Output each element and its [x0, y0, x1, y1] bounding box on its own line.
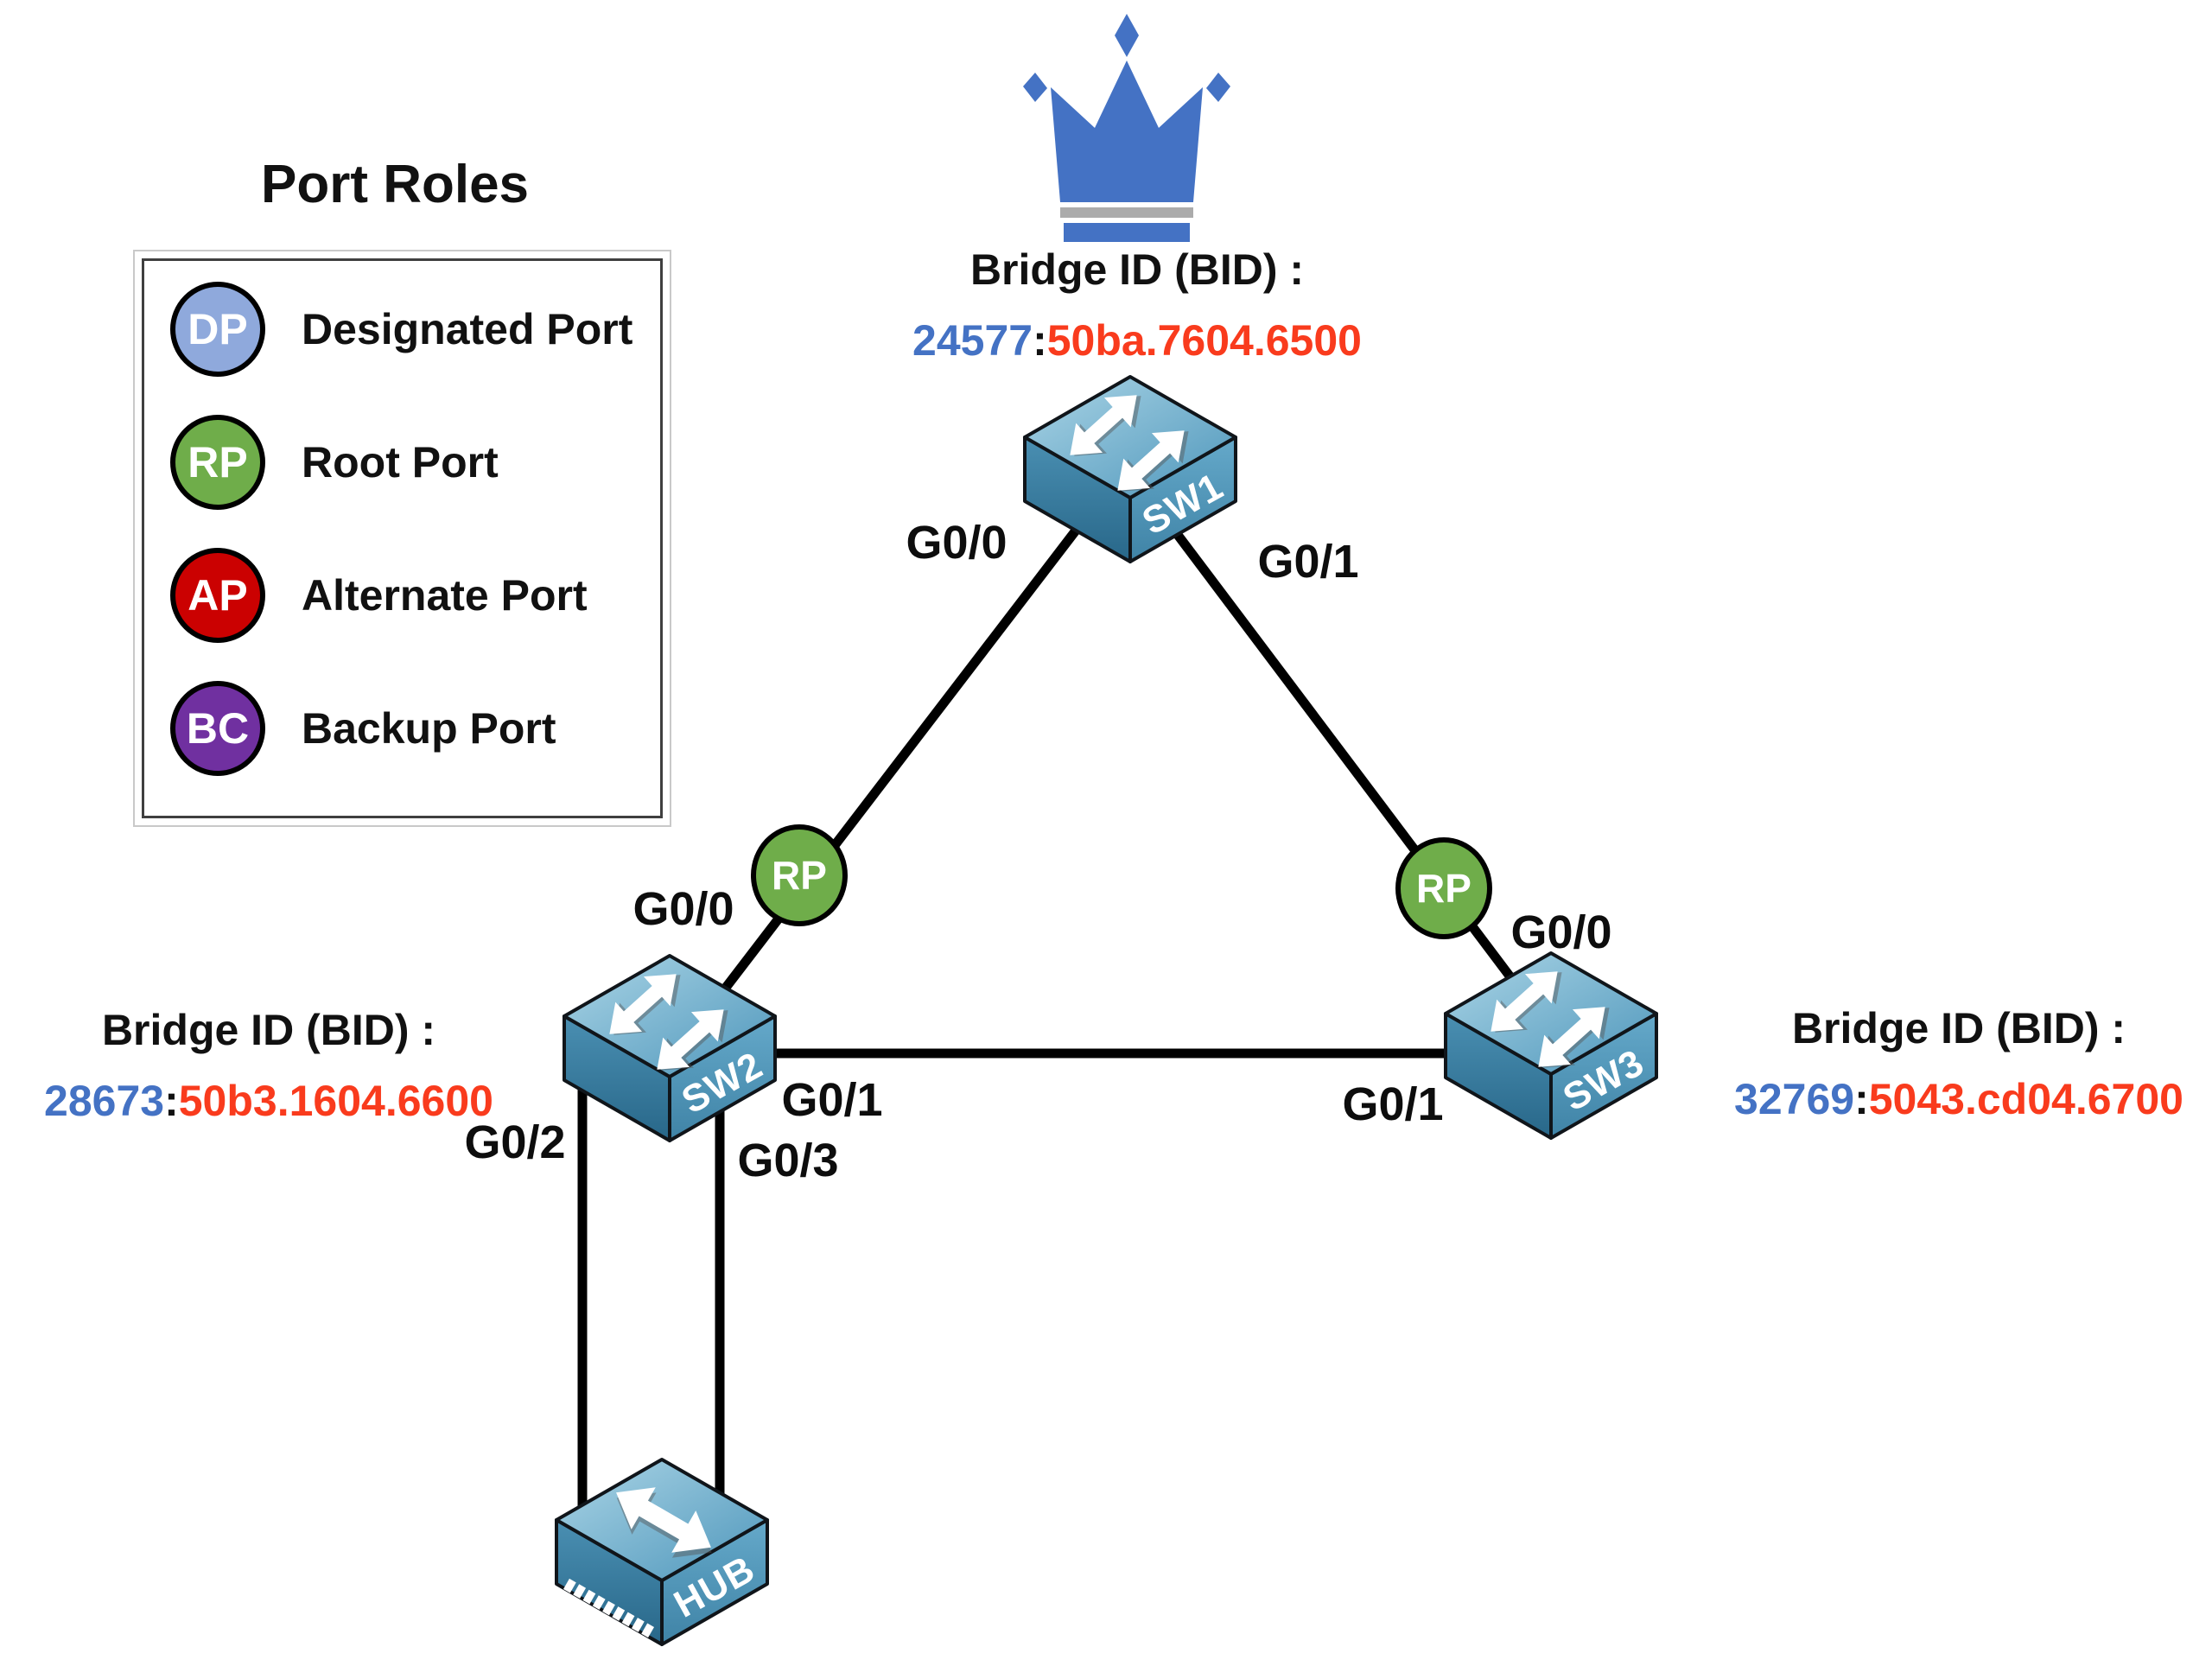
sw3-port-g00-label: G0/0: [1510, 906, 1612, 958]
switch-sw3: SW3: [1440, 948, 1665, 1143]
legend-item-designated-port: DP Designated Port: [170, 282, 632, 377]
legend-label: Backup Port: [302, 704, 556, 753]
sw2-port-g03-label: G0/3: [737, 1135, 839, 1186]
sw3-port-g01-label: G0/1: [1342, 1078, 1444, 1130]
sw1-bid-heading: Bridge ID (BID) :: [969, 245, 1305, 294]
hub-node: HUB: [551, 1454, 776, 1650]
switch-sw2: SW2: [559, 951, 784, 1146]
sw2-bid-heading: Bridge ID (BID) :: [101, 1006, 436, 1054]
sw2-port-g01-label: G0/1: [781, 1074, 883, 1126]
designated-port-badge: DP: [170, 282, 265, 377]
legend-item-backup-port: BC Backup Port: [170, 681, 556, 776]
crown-band: [1060, 207, 1193, 218]
legend-label: Root Port: [302, 438, 499, 486]
sw1-bridge-id: Bridge ID (BID) : 24577:50ba.7604.6500: [912, 234, 1362, 376]
sw2-bridge-id: Bridge ID (BID) : 28673:50b3.1604.6600: [44, 995, 493, 1136]
sw1-bid-value: 24577:50ba.7604.6500: [912, 316, 1362, 365]
sw2-port-g00-label: G0/0: [632, 883, 734, 935]
sw3-bid-heading: Bridge ID (BID) :: [1791, 1004, 2126, 1052]
legend-title: Port Roles: [260, 155, 530, 214]
sw1-port-g00-label: G0/0: [906, 517, 1007, 569]
alternate-port-badge: AP: [170, 548, 265, 643]
sw2-bid-value: 28673:50b3.1604.6600: [44, 1077, 493, 1125]
sw2-port-g02-label: G0/2: [464, 1116, 566, 1168]
legend-item-alternate-port: AP Alternate Port: [170, 548, 588, 643]
backup-port-badge: BC: [170, 681, 265, 776]
sw1-port-g01-label: G0/1: [1257, 536, 1359, 588]
legend-label: Designated Port: [302, 305, 633, 353]
root-bridge-crown-icon: [1023, 14, 1230, 242]
switch-sw1: SW1: [1020, 372, 1244, 567]
sw2-root-port-badge: RP: [751, 824, 848, 926]
port-roles-legend: DP Designated Port RP Root Port AP Alter…: [133, 250, 671, 827]
sw3-root-port-badge: RP: [1395, 837, 1492, 939]
link-sw1-sw2: [715, 524, 1083, 999]
sw3-bid-value: 32769:5043.cd04.6700: [1734, 1075, 2183, 1123]
legend-item-root-port: RP Root Port: [170, 415, 499, 510]
sw3-bridge-id: Bridge ID (BID) : 32769:5043.cd04.6700: [1734, 993, 2183, 1135]
root-port-badge: RP: [170, 415, 265, 510]
legend-label: Alternate Port: [302, 571, 588, 620]
